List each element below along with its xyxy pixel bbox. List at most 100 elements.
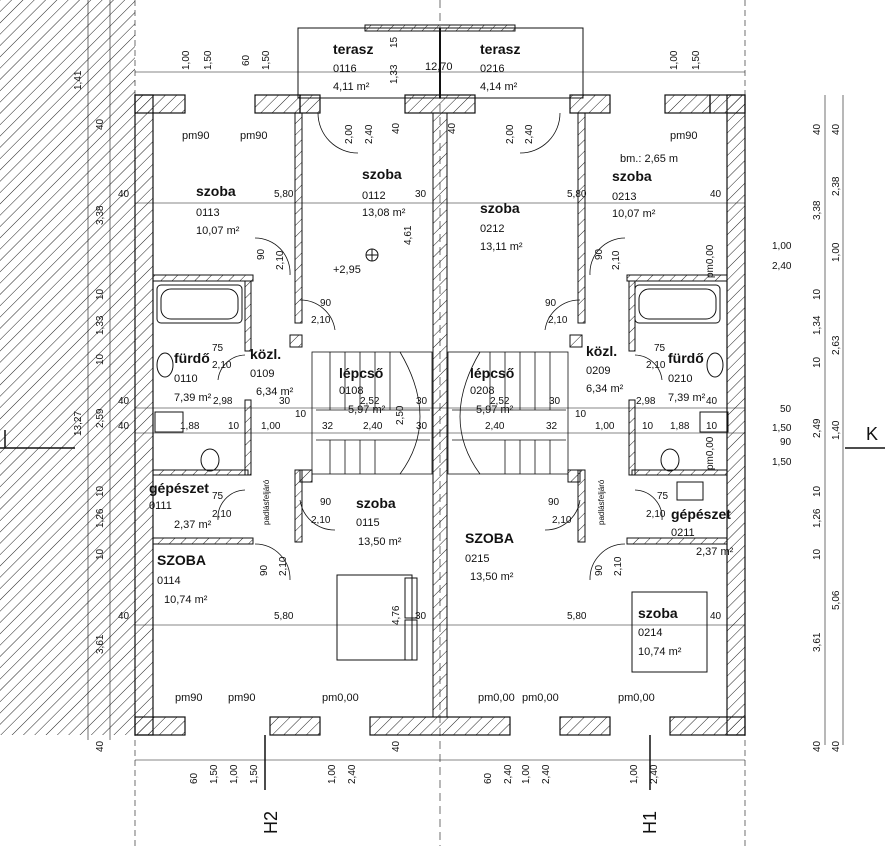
attic-hatch-right: padlásfeljáró [597, 479, 606, 525]
room-name-0208: lépcső [470, 365, 515, 381]
dim-label: 1,00 [521, 764, 532, 784]
room-area-0114: 10,74 m² [164, 594, 208, 606]
dim-label: 2,10 [311, 315, 331, 326]
dim-label: 1,50 [203, 50, 214, 70]
dim-label: 1,41 [73, 70, 84, 90]
dim-label: 1,88 [180, 421, 200, 432]
dim-label: 2,10 [212, 509, 232, 520]
room-code-0208: 0208 [470, 385, 495, 397]
column-markers [289, 334, 583, 483]
room-area-0213: 10,07 m² [612, 208, 656, 220]
dim-label: 2,10 [646, 360, 666, 371]
dim-label: 10 [812, 288, 823, 300]
dim-label: 10 [228, 421, 240, 432]
dim-label: 75 [212, 343, 224, 354]
dim-label: 4,61 [403, 225, 414, 245]
room-name-0108: lépcső [339, 365, 384, 381]
level-marker [365, 248, 379, 262]
room-name-0209: közl. [586, 343, 618, 359]
dim-label: 1,00 [261, 421, 281, 432]
dim-label: 90 [548, 497, 560, 508]
dim-label: 2,40 [524, 124, 535, 144]
dim-label: 1,88 [670, 421, 690, 432]
dim-label: 1,50 [209, 764, 220, 784]
opening-pm000: pm0,00 [478, 692, 515, 704]
dim-label: 40 [95, 740, 106, 752]
room-area-0112: 13,08 m² [362, 207, 406, 219]
dim-label: 2,40 [347, 764, 358, 784]
room-name-0116: terasz [333, 41, 374, 57]
dim-label: 2,50 [395, 405, 406, 425]
dim-label: 1,33 [389, 64, 400, 84]
room-name-0112: szoba [362, 166, 402, 182]
dim-label: 1,00 [595, 421, 615, 432]
dim-label: 75 [657, 491, 669, 502]
opening-pm90: pm90 [240, 130, 268, 142]
dim-label: 50 [780, 404, 792, 415]
dim-label: 40 [118, 189, 130, 200]
room-name-0110: fürdő [174, 350, 210, 366]
dim-label: 5,80 [274, 611, 294, 622]
dim-label: 40 [710, 611, 722, 622]
dim-label: 2,10 [212, 360, 232, 371]
dim-label: 40 [831, 740, 842, 752]
room-area-0110: 7,39 m² [174, 392, 212, 404]
room-area-0208: 5,97 m² [476, 404, 514, 416]
room-code-0116: 0116 [333, 63, 357, 75]
dim-label: 2,98 [636, 396, 656, 407]
dim-label: 1,00 [229, 764, 240, 784]
inner-walls [152, 112, 728, 718]
room-name-0211: gépészet [671, 506, 731, 522]
dim-label: 1,00 [181, 50, 192, 70]
dim-label: 1,50 [772, 457, 792, 468]
dim-label: 1,50 [691, 50, 702, 70]
stairs [311, 351, 569, 475]
dim-label: 10 [95, 353, 106, 365]
dim-label: 2,52 [490, 396, 510, 407]
dim-label: 2,40 [649, 764, 660, 784]
dim-label: 2,00 [505, 124, 516, 144]
dim-label: 40 [706, 396, 718, 407]
dim-label: 5,80 [567, 189, 587, 200]
dim-label: 60 [189, 772, 200, 784]
section-k-label: K [866, 424, 879, 444]
dim-label: 40 [118, 421, 130, 432]
room-code-0109: 0109 [250, 368, 275, 380]
dim-label: 1,00 [669, 50, 680, 70]
dim-label: 2,10 [311, 515, 331, 526]
dim-label: 40 [447, 122, 458, 134]
room-area-0212: 13,11 m² [480, 241, 523, 253]
dim-label: 60 [483, 772, 494, 784]
dim-label: 2,10 [275, 250, 286, 270]
dim-label: 32 [546, 421, 558, 432]
room-area-0113: 10,07 m² [196, 225, 240, 237]
section-h1-label: H1 [640, 810, 660, 834]
room-area-0209: 6,34 m² [586, 383, 624, 395]
attic-hatch-left: padlásfeljáró [262, 479, 271, 525]
dim-label: 90 [594, 564, 605, 576]
room-area-0109: 6,34 m² [256, 386, 294, 398]
dim-label: 90 [320, 497, 332, 508]
dim-label: 2,10 [278, 556, 289, 576]
opening-pm90: pm90 [228, 692, 256, 704]
dim-label: 2,00 [344, 124, 355, 144]
dim-total-width: 12,70 [425, 61, 453, 73]
dim-label: 2,98 [213, 396, 233, 407]
room-code-0110: 0110 [174, 373, 198, 385]
dim-label: 5,06 [831, 590, 842, 610]
dim-label: 10 [812, 356, 823, 368]
dim-label: 5,80 [274, 189, 294, 200]
dim-label: 30 [549, 396, 561, 407]
room-code-0108: 0108 [339, 385, 364, 397]
dim-label: 40 [391, 740, 402, 752]
dim-label: 2,40 [485, 421, 505, 432]
room-area-0115: 13,50 m² [358, 536, 402, 548]
room-code-0214: 0214 [638, 627, 663, 639]
room-name-0210: fürdő [668, 350, 704, 366]
room-area-0111: 2,37 m² [174, 519, 212, 531]
room-name-0215: SZOBA [465, 530, 514, 546]
dim-label: 3,61 [95, 634, 106, 654]
door-swings [217, 112, 663, 581]
dim-label: 2,10 [613, 556, 624, 576]
room-code-0210: 0210 [668, 373, 693, 385]
